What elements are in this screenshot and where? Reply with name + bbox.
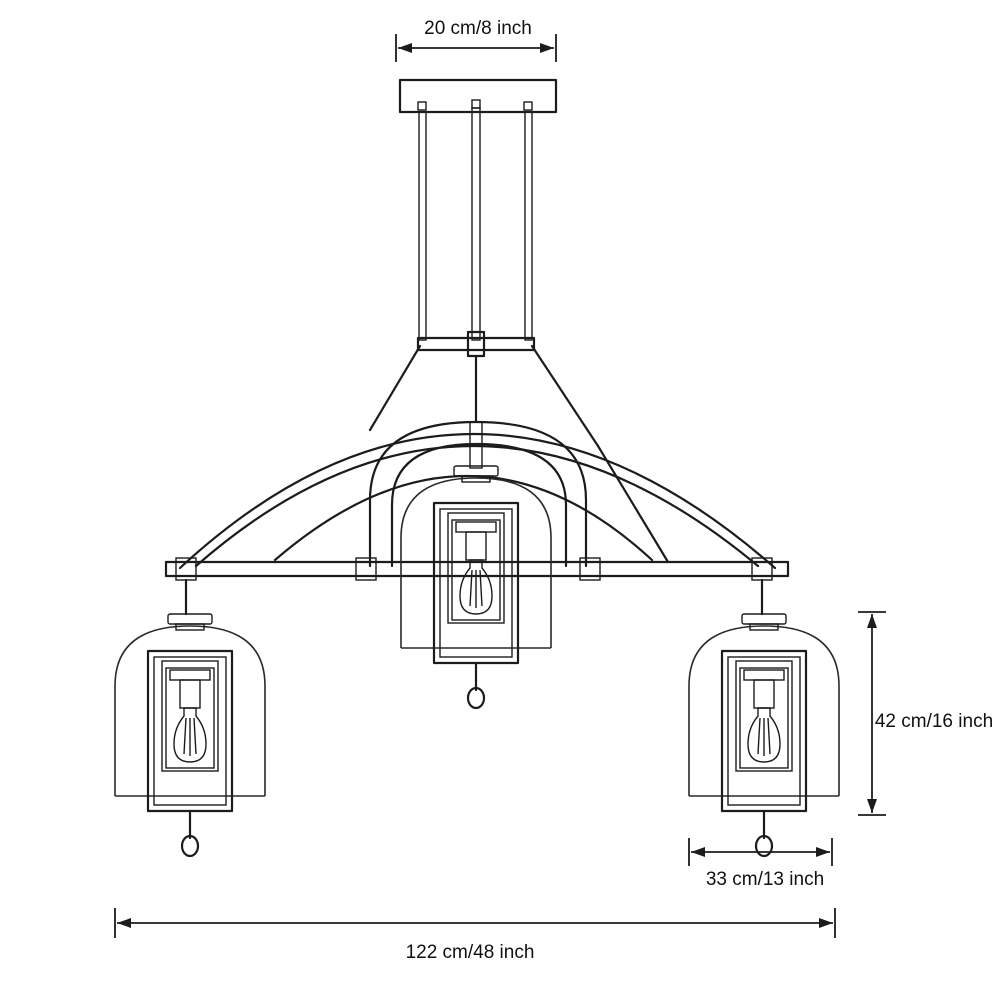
canopy	[398, 78, 558, 114]
suspension-rods	[416, 107, 536, 424]
frame	[164, 344, 790, 616]
shade-height-label: 42 cm/16 inch	[875, 711, 993, 732]
dimension-shade-width: 33 cm/13 inch	[688, 838, 833, 890]
center-pendant	[399, 464, 553, 710]
shade-width-label: 33 cm/13 inch	[706, 869, 824, 890]
right-pendant	[687, 612, 841, 858]
canopy-width-label: 20 cm/8 inch	[424, 18, 532, 39]
dimension-total-width: 122 cm/48 inch	[114, 908, 836, 963]
left-pendant	[113, 612, 267, 858]
dimension-shade-height: 42 cm/16 inch	[858, 611, 993, 816]
dimension-canopy-width: 20 cm/8 inch	[395, 18, 557, 62]
total-width-label: 122 cm/48 inch	[406, 942, 535, 963]
